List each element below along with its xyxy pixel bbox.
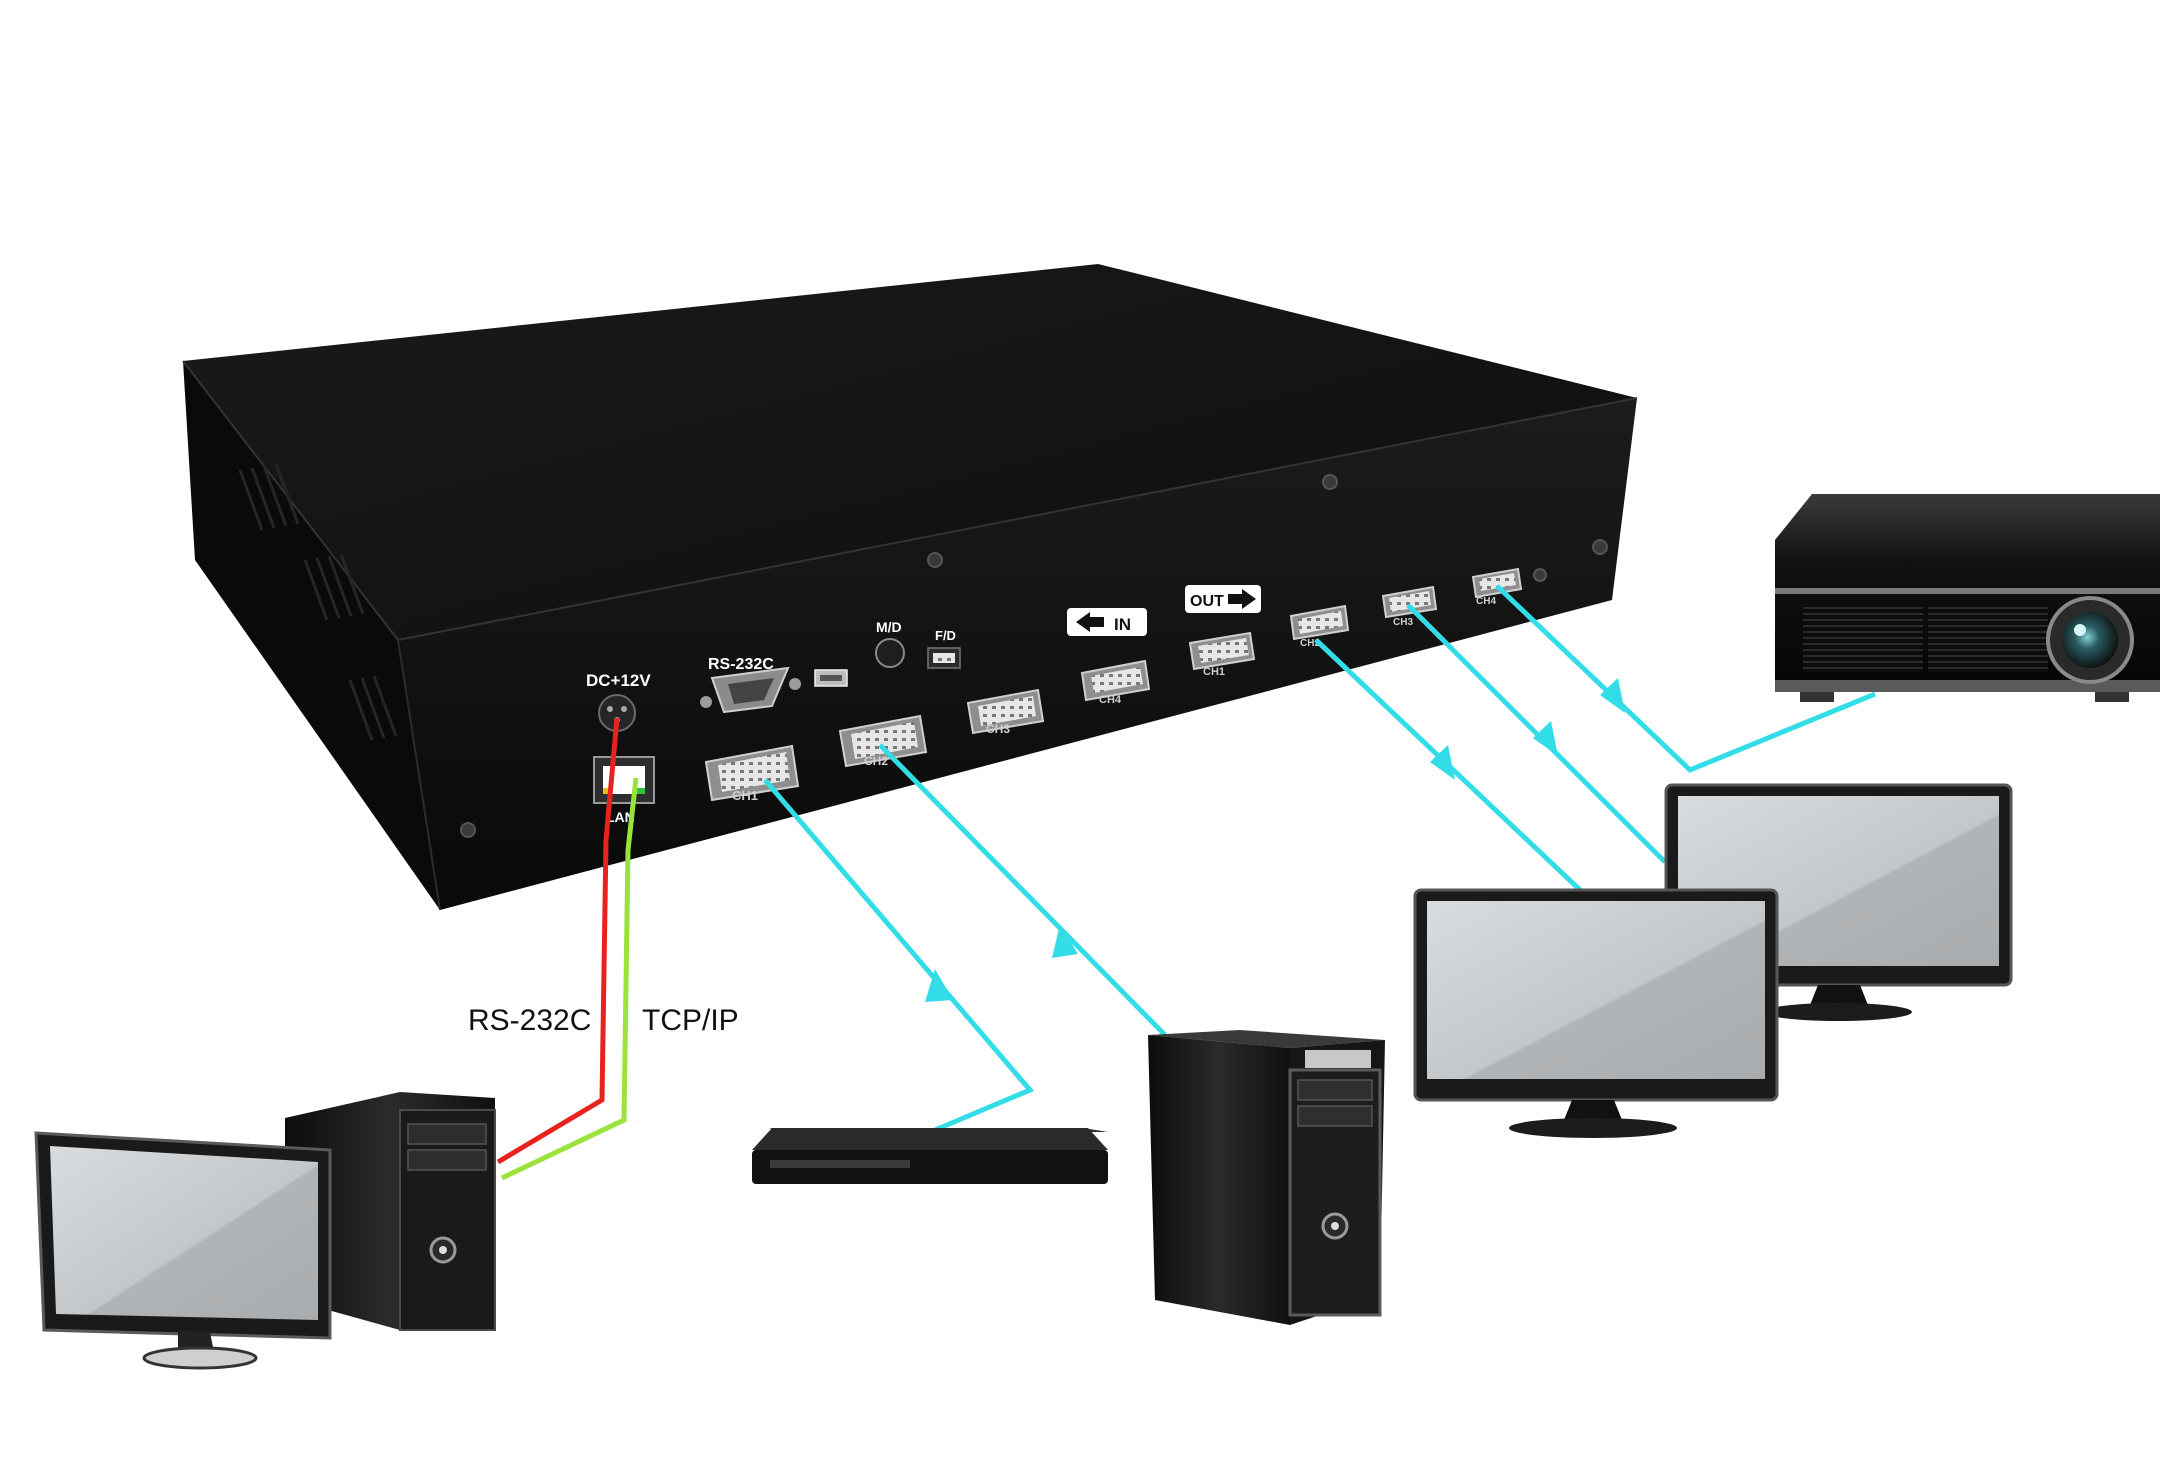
input-port-ch2[interactable] <box>838 714 928 768</box>
input-port-ch3[interactable] <box>966 688 1045 735</box>
serial-cable <box>496 717 620 1165</box>
chassis-top <box>183 264 1637 640</box>
output-port-ch3[interactable] <box>1381 585 1438 619</box>
link-output-ch4-to-projector <box>1495 584 1876 773</box>
side-vents <box>238 463 398 741</box>
usb-port[interactable] <box>814 669 848 687</box>
arrow-up-tower <box>1052 924 1078 958</box>
input-port-ch1[interactable] <box>704 744 800 802</box>
power-label: DC+12V <box>586 671 651 690</box>
tower-computer <box>1148 1030 1385 1325</box>
input-port-ch4[interactable] <box>1080 659 1151 702</box>
network-link-label: TCP/IP <box>642 1004 739 1037</box>
control-cables <box>496 717 639 1181</box>
arrow-down-ch4 <box>1600 678 1625 713</box>
output-port-ch1[interactable] <box>1188 631 1256 671</box>
control-computer <box>34 1092 496 1370</box>
serial-link-label: RS-232C <box>468 1004 591 1037</box>
output-port-ch4[interactable] <box>1471 567 1523 599</box>
chassis-rear-panel <box>398 398 1637 910</box>
out-badge: OUT <box>1185 585 1261 613</box>
input-port-ch3-label: CH3 <box>986 722 1010 736</box>
lan-port[interactable] <box>593 756 655 804</box>
projector <box>1775 494 2160 702</box>
link-output-ch3-to-monitor-back <box>1406 603 1667 864</box>
chassis-left-side <box>183 361 440 910</box>
fd-label: F/D <box>935 628 956 643</box>
output-port-ch2[interactable] <box>1289 604 1350 641</box>
output-port-ch1-label: CH1 <box>1203 666 1225 678</box>
input-port-ch4-label: CH4 <box>1099 694 1122 706</box>
rs232c-port[interactable] <box>700 666 801 714</box>
md-label: M/D <box>876 619 902 635</box>
arrow-down-ch3 <box>1533 721 1558 756</box>
link-player-to-input-ch1 <box>763 778 1035 1133</box>
md-button[interactable] <box>875 638 905 668</box>
in-badge: IN <box>1067 608 1147 636</box>
rs232c-port-label: RS-232C <box>708 656 774 673</box>
direction-arrows <box>925 678 1625 1002</box>
video-links <box>763 584 1876 1133</box>
out-badge-label: OUT <box>1190 593 1224 610</box>
in-badge-label: IN <box>1114 615 1131 634</box>
media-player <box>752 1128 1108 1184</box>
output-port-ch2-label: CH2 <box>1300 638 1320 649</box>
arrow-down-ch2 <box>1430 745 1455 780</box>
arrow-up-player <box>925 969 953 1002</box>
display-monitor-front <box>1413 888 1779 1138</box>
video-processor-device: DC+12V LAN RS-232C M/D <box>182 264 1638 911</box>
panel-screws <box>460 474 1608 838</box>
output-port-ch3-label: CH3 <box>1393 617 1413 628</box>
network-cable <box>500 777 639 1181</box>
input-port-ch2-label: CH2 <box>864 754 888 768</box>
fd-header[interactable] <box>927 647 961 669</box>
output-port-ch4-label: CH4 <box>1476 596 1496 607</box>
link-tower-to-input-ch2 <box>878 743 1167 1037</box>
lan-label: LAN <box>606 809 635 825</box>
input-port-ch1-label: CH1 <box>732 788 758 803</box>
